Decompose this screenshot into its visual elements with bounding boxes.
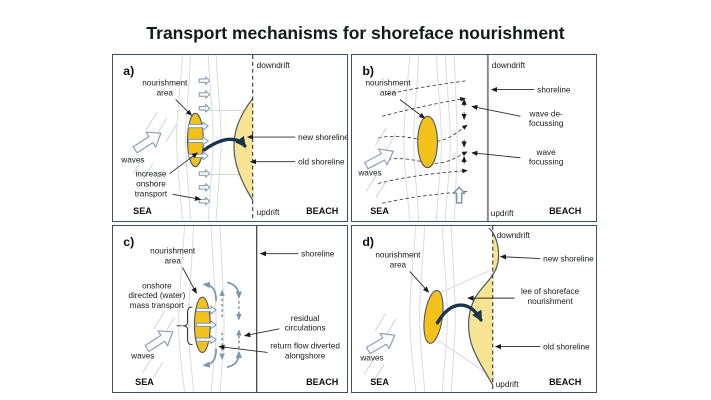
nourishment-ellipse: [417, 115, 438, 169]
wave-defocussing-label: wave de-: [529, 109, 563, 118]
panel-b: b) downdrift nourishment area shoreline …: [351, 54, 597, 222]
leader-lines: [169, 99, 296, 201]
increase-onshore-label: transport: [135, 189, 168, 198]
residual-circulations-label: circulations: [285, 324, 326, 333]
nourishment-area-label: area: [390, 261, 407, 270]
panel-b-diagram: b) downdrift nourishment area shoreline …: [357, 55, 581, 221]
sea-label: SEA: [133, 206, 152, 216]
old-shoreline-label: old shoreline: [543, 343, 590, 352]
nourishment-area-label: area: [380, 89, 397, 98]
sea-label: SEA: [135, 377, 154, 387]
panel-d: d) downdrift nourishment area new shorel…: [351, 225, 597, 393]
waves-label: waves: [357, 169, 381, 178]
waves-label: waves: [120, 156, 144, 165]
return-flow-label: return flow diverted: [270, 342, 340, 351]
wave-crest-lines: [365, 127, 397, 198]
sea-label: SEA: [370, 377, 389, 387]
sea-label: SEA: [370, 206, 389, 216]
depth-contours: [403, 55, 458, 221]
wave-focussing-label: focussing: [529, 158, 564, 167]
panel-letter: b): [362, 64, 374, 78]
panel-c-diagram: c) nourishment area shoreline onshore di…: [123, 226, 340, 392]
nourishment-area-label: area: [157, 89, 174, 98]
depth-contours: [178, 226, 225, 392]
wave-crest-lines: [132, 112, 178, 186]
new-shoreline-curve: [233, 98, 254, 201]
leader-lines: [409, 254, 541, 350]
onshore-transport-arrows: [188, 76, 211, 206]
onshore-mass-transport-label: mass transport: [130, 301, 185, 310]
onshore-mass-transport-label: onshore: [142, 281, 172, 290]
panel-d-diagram: d) downdrift nourishment area new shorel…: [359, 226, 594, 392]
leader-lines: [399, 86, 535, 159]
lee-label: lee of shoreface: [521, 287, 580, 296]
panel-grid: a) downdrift nourishment area waves incr…: [112, 54, 597, 393]
wave-defocussing-label: focussing: [529, 119, 564, 128]
residual-circulations-label: residual: [291, 314, 320, 323]
waves-arrow-icon: [132, 131, 162, 154]
nourishment-area-label: nourishment: [142, 79, 188, 88]
waves-arrow-icon: [144, 330, 174, 353]
panel-letter: c): [123, 235, 134, 249]
downdrift-label: downdrift: [492, 61, 526, 70]
beach-label: BEACH: [306, 377, 338, 387]
depth-contours: [409, 226, 456, 392]
onshore-mass-transport-label: directed (water): [128, 291, 185, 300]
waves-label: waves: [359, 353, 383, 362]
sediment-transport-arrow: [202, 135, 247, 152]
old-shoreline-label: old shoreline: [298, 158, 345, 167]
shoreline-label: shoreline: [537, 86, 571, 95]
leader-lines: [182, 251, 299, 353]
panel-a-diagram: a) downdrift nourishment area waves incr…: [120, 55, 347, 221]
link-lines: [438, 270, 490, 374]
beach-label: BEACH: [549, 206, 581, 216]
sediment-transport-arrow: [435, 303, 483, 325]
wave-focussing-label: wave: [536, 148, 557, 157]
shoreline-label: shoreline: [301, 250, 335, 259]
downdrift-label: downdrift: [257, 61, 291, 70]
nourishment-area-label: area: [164, 257, 181, 266]
waves-arrow-icon: [364, 148, 394, 170]
updrift-label: updrift: [257, 208, 280, 217]
increase-onshore-label: increase: [135, 170, 166, 179]
downdrift-label: downdrift: [497, 231, 531, 240]
nourishment-area-label: nourishment: [150, 247, 196, 256]
new-shoreline-curve: [467, 227, 500, 386]
onshore-mass-transport-arrows: [195, 305, 217, 345]
mass-transport-bracket: [182, 306, 193, 346]
panel-a: a) downdrift nourishment area waves incr…: [112, 54, 348, 222]
updrift-label: updrift: [496, 380, 519, 389]
nourishment-area-label: nourishment: [366, 79, 412, 88]
panel-letter: d): [362, 235, 374, 249]
waves-label: waves: [130, 351, 154, 360]
waves-arrow-icon: [365, 332, 396, 355]
figure-title: Transport mechanisms for shoreface nouri…: [146, 23, 565, 43]
beach-label: BEACH: [549, 377, 581, 387]
lee-label: nourishment: [528, 297, 574, 306]
new-shoreline-label: new shoreline: [298, 133, 347, 142]
panel-letter: a): [123, 64, 134, 78]
new-shoreline-label: new shoreline: [543, 255, 594, 264]
beach-label: BEACH: [306, 206, 338, 216]
return-flow-label: alongshore: [285, 351, 326, 360]
panel-c: c) nourishment area shoreline onshore di…: [112, 225, 348, 393]
accretion-area: [468, 231, 499, 386]
updrift-label: updrift: [491, 209, 514, 218]
increase-onshore-label: onshore: [136, 179, 166, 188]
nourishment-area-label: nourishment: [375, 251, 421, 260]
